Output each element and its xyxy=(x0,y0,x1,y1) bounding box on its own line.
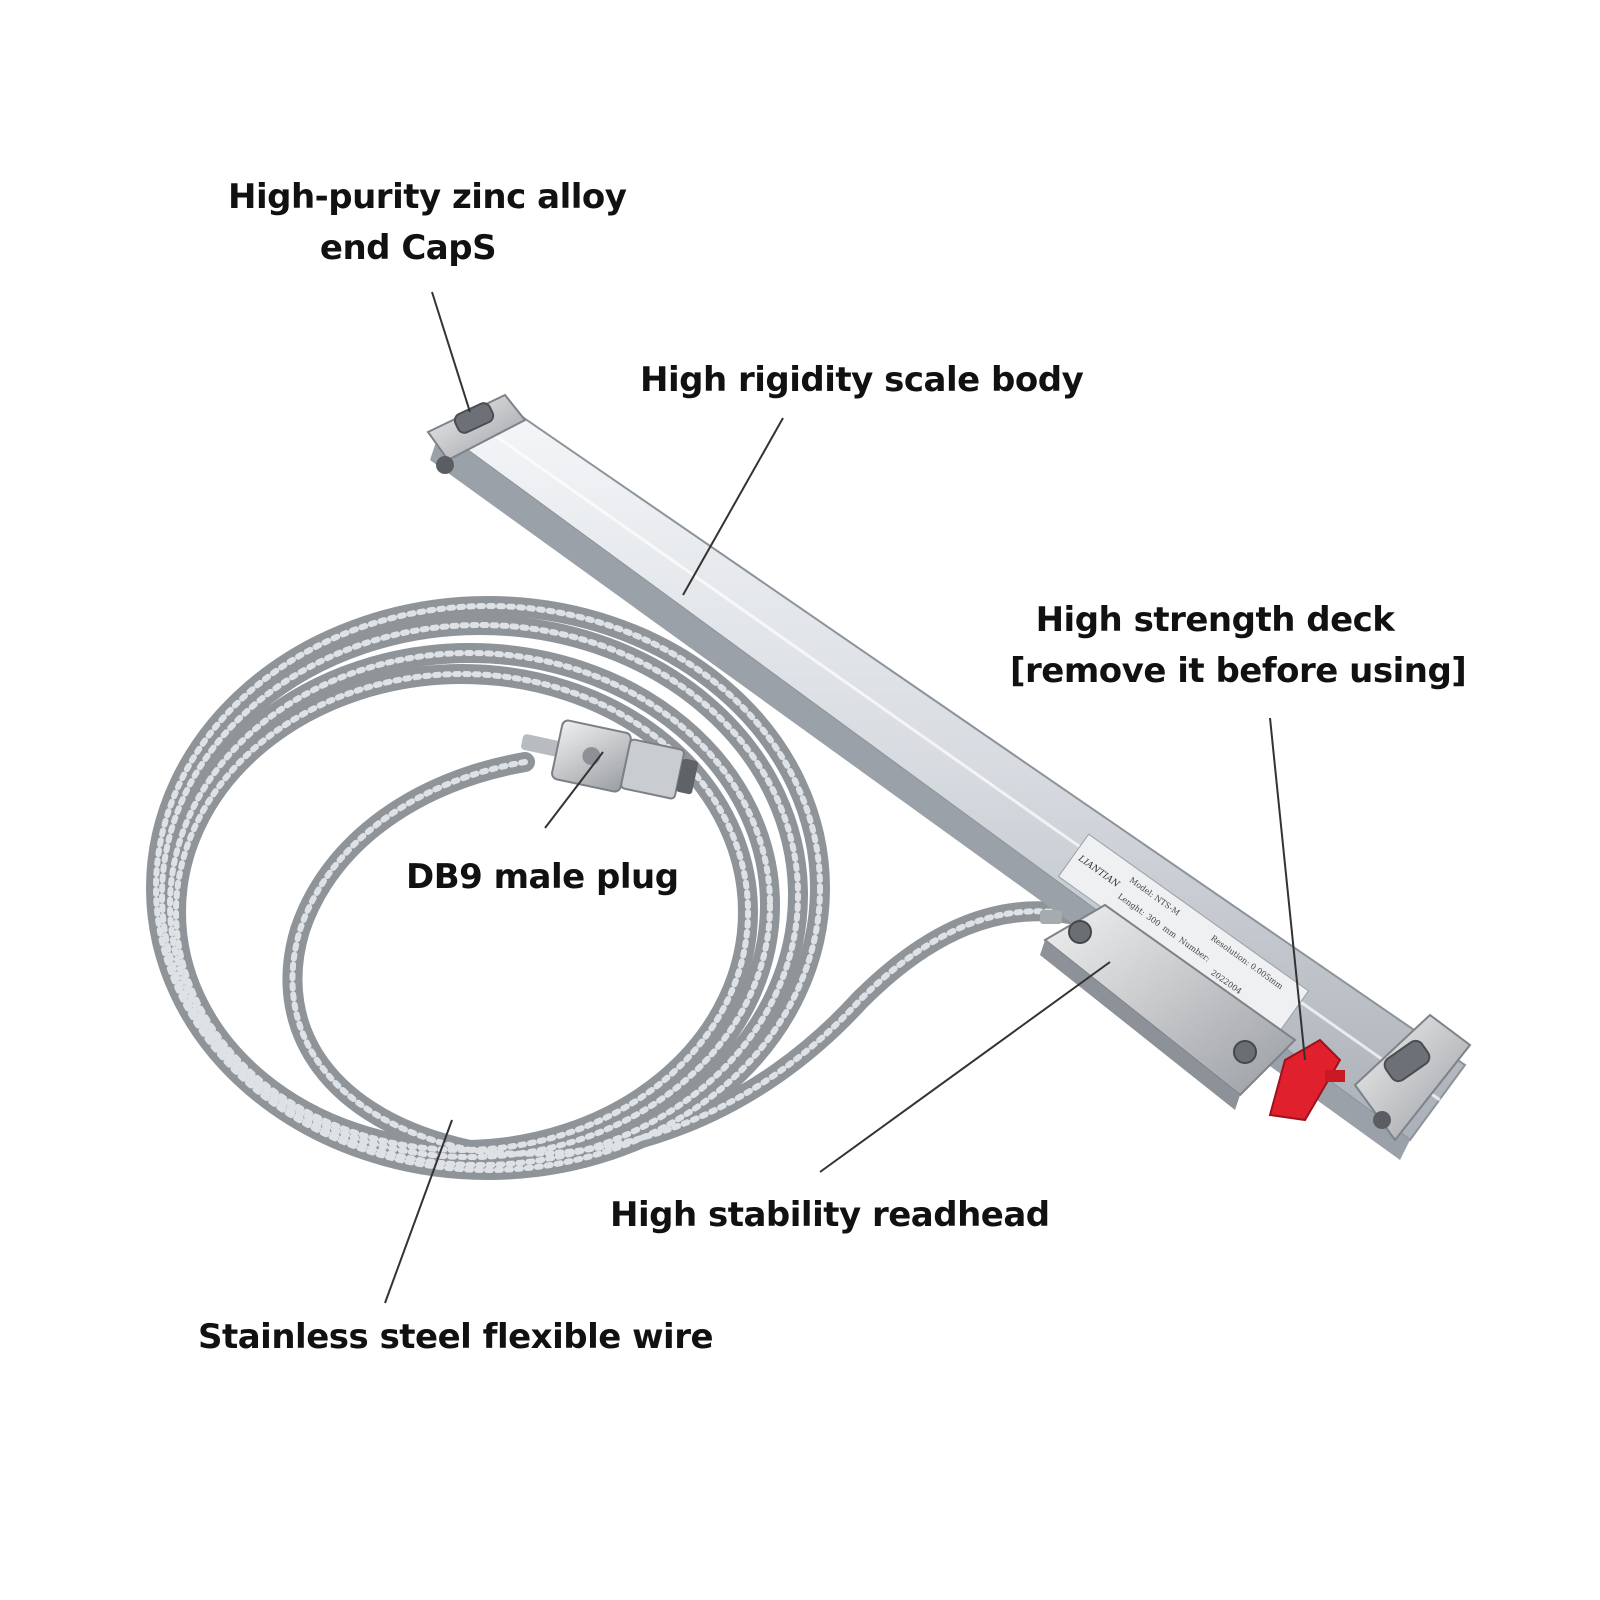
red-deck xyxy=(1268,1038,1345,1122)
callout-plug: DB9 male plug xyxy=(406,852,679,903)
callout-end-caps-line2: end CapS xyxy=(319,228,497,268)
callout-end-caps: High-purity zinc alloy end CapS xyxy=(228,172,627,274)
callout-deck-line2: [remove it before using] xyxy=(1010,651,1467,691)
leader-scale-body xyxy=(682,417,784,596)
leader-deck xyxy=(1269,717,1306,1061)
callout-wire-text: Stainless steel flexible wire xyxy=(198,1317,714,1357)
db9-plug xyxy=(521,719,699,800)
end-cap-left xyxy=(426,393,527,474)
leader-lines xyxy=(384,291,1306,1304)
leader-readhead xyxy=(819,961,1111,1173)
leader-plug xyxy=(544,751,604,829)
callout-end-caps-line1: High-purity zinc alloy xyxy=(228,177,627,217)
leader-wire xyxy=(384,1119,453,1304)
callout-scale-body-text: High rigidity scale body xyxy=(640,360,1084,400)
callout-readhead-text: High stability readhead xyxy=(610,1195,1050,1235)
callout-deck: High strength deck [remove it before usi… xyxy=(1010,595,1467,697)
readhead xyxy=(1040,903,1297,1110)
leader-end-caps xyxy=(431,291,471,413)
callout-readhead: High stability readhead xyxy=(610,1190,1050,1241)
callout-wire: Stainless steel flexible wire xyxy=(198,1312,714,1363)
callout-scale-body: High rigidity scale body xyxy=(640,355,1084,406)
callout-deck-line1: High strength deck xyxy=(1035,600,1395,640)
stainless-wire xyxy=(146,596,1085,1180)
callout-plug-text: DB9 male plug xyxy=(406,857,679,897)
end-cap-right xyxy=(1353,1013,1472,1142)
